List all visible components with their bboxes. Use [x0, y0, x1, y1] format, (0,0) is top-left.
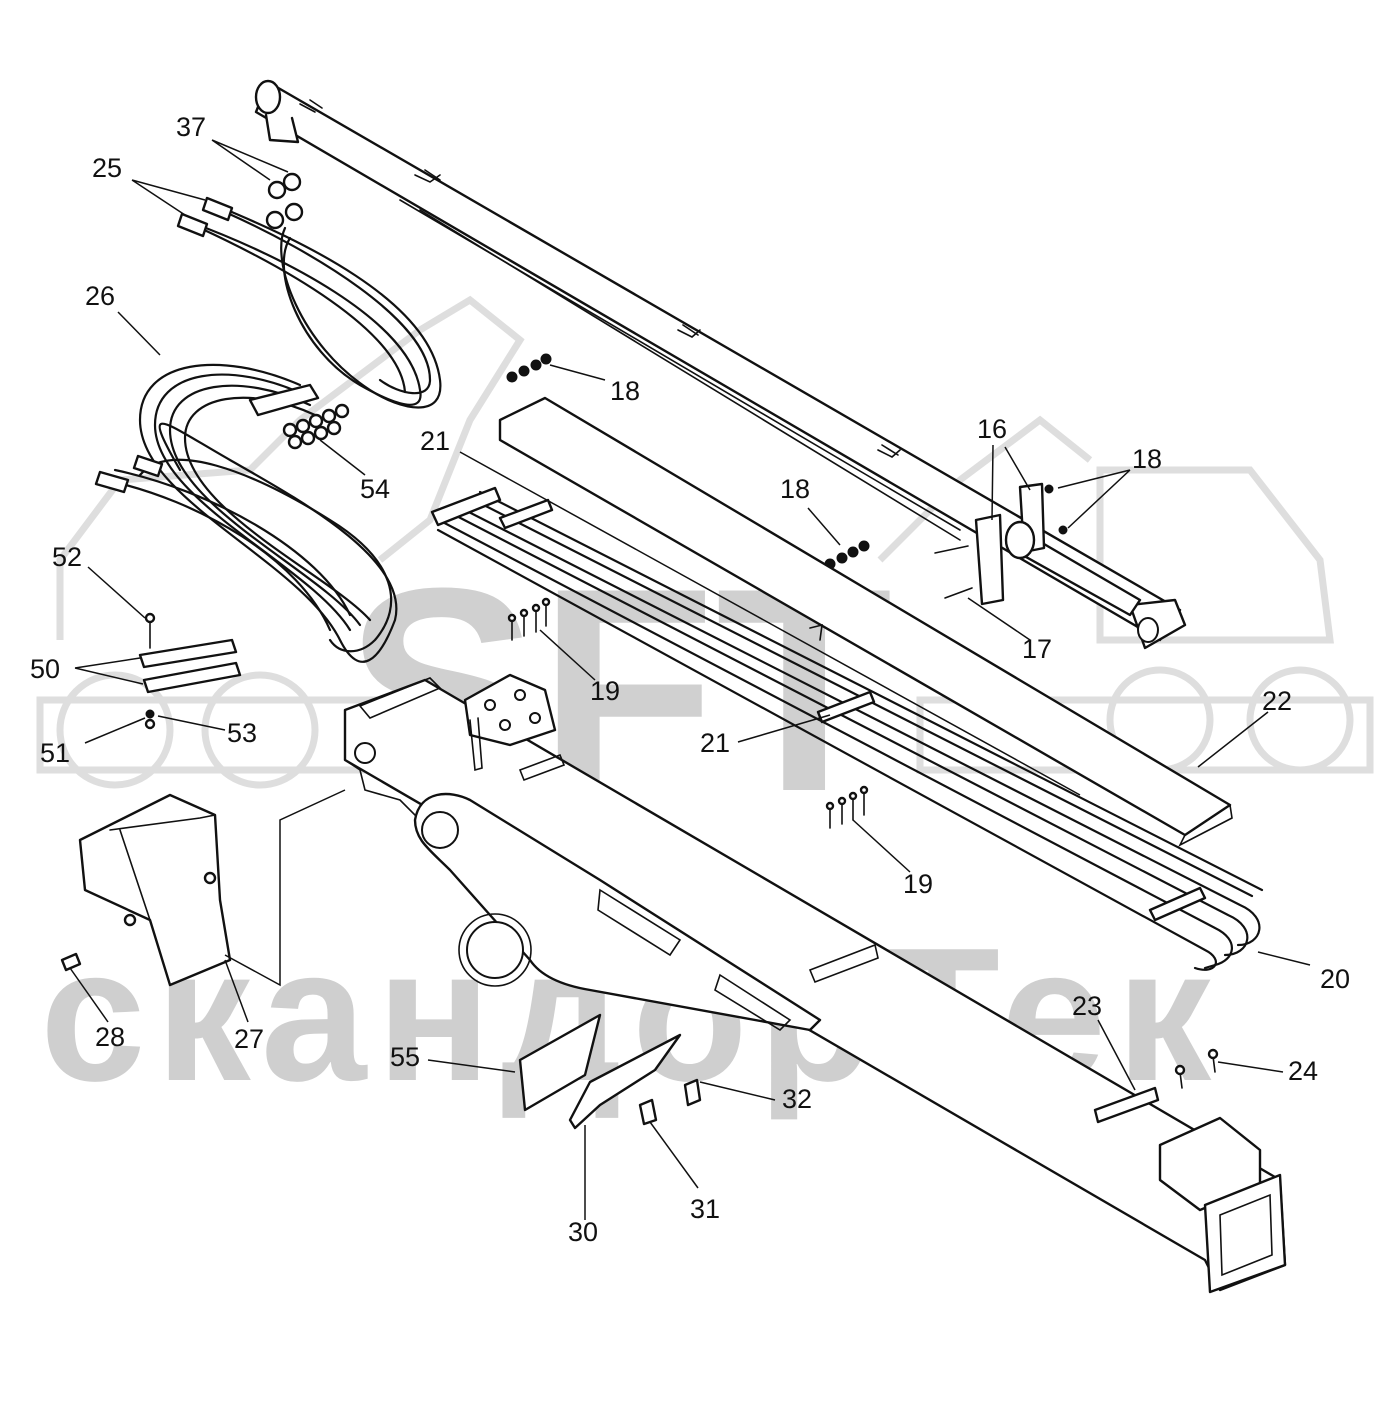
callout-37: 37 — [176, 112, 206, 142]
callout-19-bottom: 19 — [903, 869, 933, 899]
callout-21-top: 21 — [420, 426, 450, 456]
callout-26: 26 — [85, 281, 115, 311]
hose-bundle-26 — [94, 363, 398, 663]
callout-27: 27 — [234, 1024, 264, 1054]
clamp-block-16 — [934, 482, 1068, 606]
bolts-19 — [507, 597, 869, 829]
callout-20: 20 — [1320, 964, 1350, 994]
callout-50: 50 — [30, 654, 60, 684]
leader-lines — [69, 139, 1311, 1220]
fittings-37 — [265, 172, 304, 230]
callout-labels: 37 25 26 54 18 21 16 18 18 52 50 51 53 1… — [30, 112, 1350, 1247]
callout-18-top: 18 — [610, 376, 640, 406]
callout-22: 22 — [1262, 686, 1292, 716]
guard-plate-30 — [568, 1033, 682, 1130]
bolts-24 — [1174, 1048, 1219, 1089]
callout-31: 31 — [690, 1194, 720, 1224]
plate-23 — [1093, 1086, 1160, 1124]
callout-53: 53 — [227, 718, 257, 748]
hose-set-25 — [176, 196, 442, 409]
callout-25: 25 — [92, 153, 122, 183]
callout-21-middle: 21 — [700, 728, 730, 758]
callout-52: 52 — [52, 542, 82, 572]
bolt-28 — [60, 952, 82, 972]
callout-54: 54 — [360, 474, 390, 504]
boom-bracket — [413, 673, 879, 1032]
callout-30: 30 — [568, 1217, 598, 1247]
callout-51: 51 — [40, 738, 70, 768]
callout-23: 23 — [1072, 991, 1102, 1021]
callout-28: 28 — [95, 1022, 125, 1052]
hydraulic-cylinder — [254, 79, 1187, 650]
clamp-assembly-50 — [138, 612, 242, 730]
callout-17: 17 — [1022, 634, 1052, 664]
bolts-31-32 — [638, 1078, 702, 1126]
guard-plate-55 — [518, 1013, 602, 1112]
callout-18-middle: 18 — [780, 474, 810, 504]
hose-loop-20 — [430, 486, 1264, 971]
callout-32: 32 — [782, 1084, 812, 1114]
cover-plate-22 — [498, 396, 1233, 847]
callout-55: 55 — [390, 1042, 420, 1072]
nuts-54 — [282, 403, 350, 450]
callout-18-right: 18 — [1132, 444, 1162, 474]
callout-16: 16 — [977, 414, 1007, 444]
cover-27 — [78, 793, 232, 987]
callout-24: 24 — [1288, 1056, 1318, 1086]
callout-19-top: 19 — [590, 676, 620, 706]
